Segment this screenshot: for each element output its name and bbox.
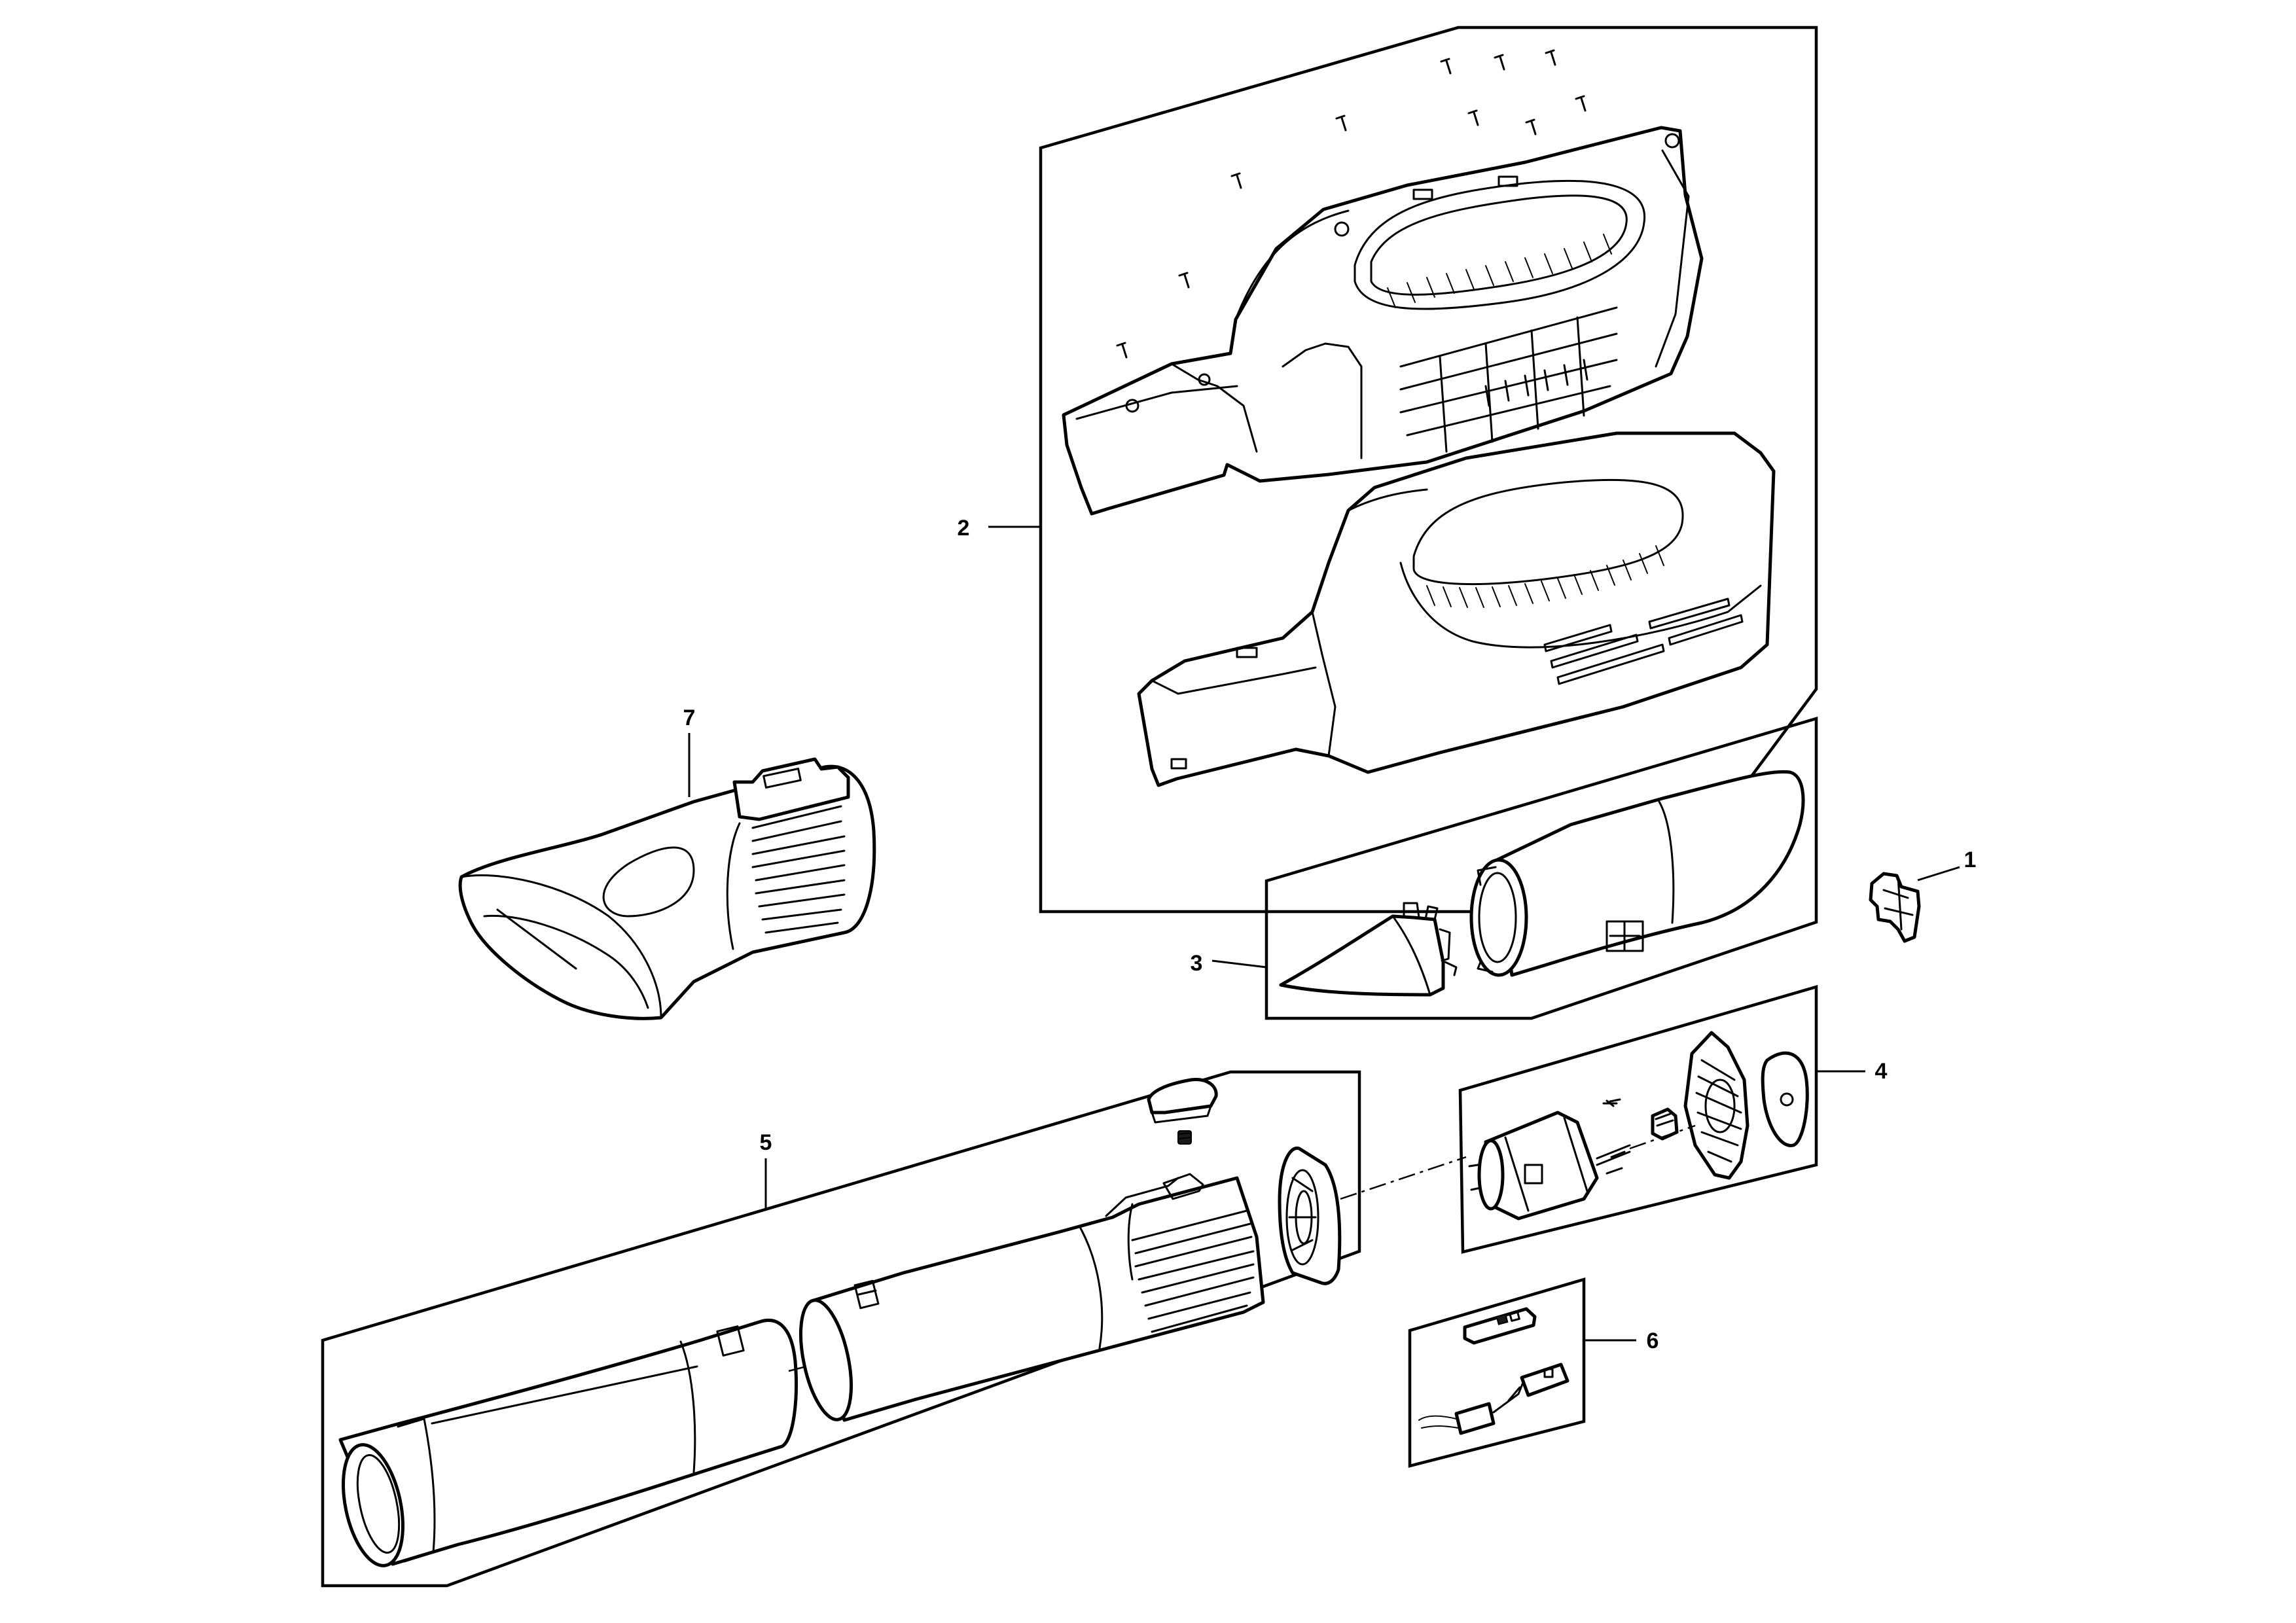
part-2-housing-group: 2: [958, 26, 1818, 914]
callout-5[interactable]: 5: [760, 1130, 772, 1155]
axis-line-motor: [1629, 1124, 1696, 1150]
part-3-motor-cover-group: 3: [1191, 716, 1818, 1020]
callout-7[interactable]: 7: [683, 705, 696, 730]
housing-upper-half-icon: [1062, 126, 1704, 516]
part-1-clip-group: 1: [1869, 847, 1977, 943]
motor-cover-cylinder-icon: [1469, 770, 1805, 977]
part-5-blower-tubes-group: 5: [321, 1070, 1696, 1588]
panel-4: [1458, 985, 1818, 1254]
housing-lower-half-icon: [1137, 431, 1776, 787]
panel-3: [1265, 716, 1818, 1020]
callout-3[interactable]: 3: [1191, 951, 1203, 976]
callout-1[interactable]: 1: [1964, 847, 1977, 872]
spring-icon: [1177, 1130, 1192, 1145]
clip-icon: [1869, 872, 1921, 943]
leader-3: [1211, 959, 1267, 969]
cone-cap-icon: [1279, 902, 1458, 997]
part-4-motor-fan-group: 4: [1458, 985, 1888, 1254]
part-6-switch-group: 6: [1408, 1277, 1659, 1468]
part-7-flat-nozzle-group: 7: [458, 705, 876, 1020]
fan-hub-icon: [1651, 1107, 1679, 1141]
front-tube-icon: [338, 1319, 798, 1567]
callout-6[interactable]: 6: [1647, 1329, 1659, 1353]
flat-nozzle-icon: [458, 757, 876, 1020]
rear-tube-icon: [799, 1173, 1265, 1422]
panel-2: [1039, 26, 1818, 914]
switch-slider-icon: [1463, 1307, 1537, 1345]
grille-ring-icon: [1278, 1147, 1342, 1285]
axis-line-rear: [1340, 1156, 1467, 1200]
callout-4[interactable]: 4: [1875, 1059, 1888, 1084]
panel-6: [1408, 1277, 1586, 1468]
leader-1: [1917, 866, 1960, 882]
motor-icon: [1468, 1098, 1631, 1221]
fan-impeller-icon: [1683, 1031, 1749, 1180]
callout-2[interactable]: 2: [958, 516, 970, 541]
switch-board-icon: [1418, 1363, 1570, 1435]
screws-icon: [1116, 49, 1587, 359]
fan-cap-icon: [1761, 1051, 1809, 1147]
latch-button-icon: [1147, 1078, 1218, 1124]
panel-5: [321, 1070, 1361, 1588]
